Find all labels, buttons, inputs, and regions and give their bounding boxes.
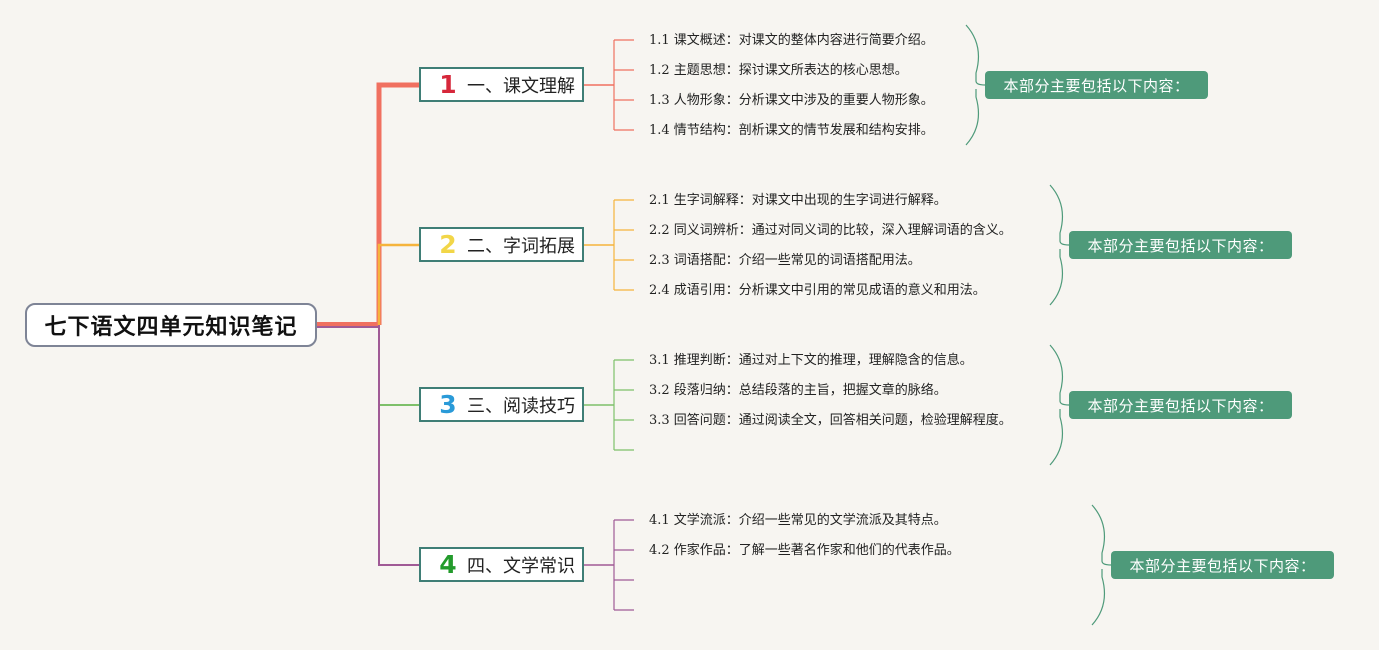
summary-label-4: 本部分主要包括以下内容： — [1129, 556, 1316, 575]
branch-title-1: 一、课文理解 — [467, 75, 575, 97]
leaf-1-1[interactable]: 1.1 课文概述：对课文的整体内容进行简要介绍。 — [649, 33, 934, 48]
leaf-2-3[interactable]: 2.3 词语搭配：介绍一些常见的词语搭配用法。 — [649, 253, 921, 268]
number-1-icon: 1 — [439, 70, 457, 99]
leaf-4-1[interactable]: 4.1 文学流派：介绍一些常见的文学流派及其特点。 — [649, 513, 947, 528]
summary-brace-4 — [1091, 504, 1112, 626]
leaf-1-4[interactable]: 1.4 情节结构：剖析课文的情节发展和结构安排。 — [649, 123, 934, 138]
leaf-3-3[interactable]: 3.3 回答问题：通过阅读全文，回答相关问题，检验理解程度。 — [649, 413, 1012, 428]
leaf-4-2[interactable]: 4.2 作家作品：了解一些著名作家和他们的代表作品。 — [649, 543, 960, 558]
summary-box-1[interactable]: 本部分主要包括以下内容： — [985, 71, 1208, 99]
branch-node-3[interactable]: 3 三、阅读技巧 — [419, 387, 584, 422]
summary-brace-1 — [965, 24, 986, 146]
summary-label-2: 本部分主要包括以下内容： — [1087, 236, 1274, 255]
summary-box-2[interactable]: 本部分主要包括以下内容： — [1069, 231, 1292, 259]
root-title: 七下语文四单元知识笔记 — [44, 315, 298, 340]
branch-title-2: 二、字词拓展 — [467, 235, 575, 257]
leaf-2-4[interactable]: 2.4 成语引用：分析课文中引用的常见成语的意义和用法。 — [649, 283, 986, 298]
summary-label-3: 本部分主要包括以下内容： — [1087, 396, 1274, 415]
trunk-line-3 — [378, 325, 419, 406]
summary-brace-2 — [1049, 184, 1070, 306]
trunk-line-1 — [376, 82, 419, 325]
branch-node-4[interactable]: 4 四、文学常识 — [419, 547, 584, 582]
root-node[interactable]: 七下语文四单元知识笔记 — [25, 303, 317, 347]
summary-brace-3 — [1049, 344, 1070, 466]
trunk-line-4 — [378, 325, 419, 566]
leaf-2-2[interactable]: 2.2 同义词辨析：通过对同义词的比较，深入理解词语的含义。 — [649, 223, 1012, 238]
branch-node-1[interactable]: 1 一、课文理解 — [419, 67, 584, 102]
number-2-icon: 2 — [439, 230, 457, 259]
trunk-line-2 — [377, 243, 419, 325]
branch-node-2[interactable]: 2 二、字词拓展 — [419, 227, 584, 262]
branch-title-3: 三、阅读技巧 — [467, 395, 575, 417]
leaf-1-3[interactable]: 1.3 人物形象：分析课文中涉及的重要人物形象。 — [649, 93, 934, 108]
number-3-icon: 3 — [439, 390, 457, 419]
summary-box-3[interactable]: 本部分主要包括以下内容： — [1069, 391, 1292, 419]
leaf-1-2[interactable]: 1.2 主题思想：探讨课文所表达的核心思想。 — [649, 63, 908, 78]
leaf-3-1[interactable]: 3.1 推理判断：通过对上下文的推理，理解隐含的信息。 — [649, 353, 973, 368]
summary-label-1: 本部分主要包括以下内容： — [1003, 76, 1190, 95]
branch-title-4: 四、文学常识 — [467, 555, 575, 577]
leaf-2-1[interactable]: 2.1 生字词解释：对课文中出现的生字词进行解释。 — [649, 193, 947, 208]
number-4-icon: 4 — [439, 550, 457, 579]
leaf-3-2[interactable]: 3.2 段落归纳：总结段落的主旨，把握文章的脉络。 — [649, 383, 947, 398]
summary-box-4[interactable]: 本部分主要包括以下内容： — [1111, 551, 1334, 579]
